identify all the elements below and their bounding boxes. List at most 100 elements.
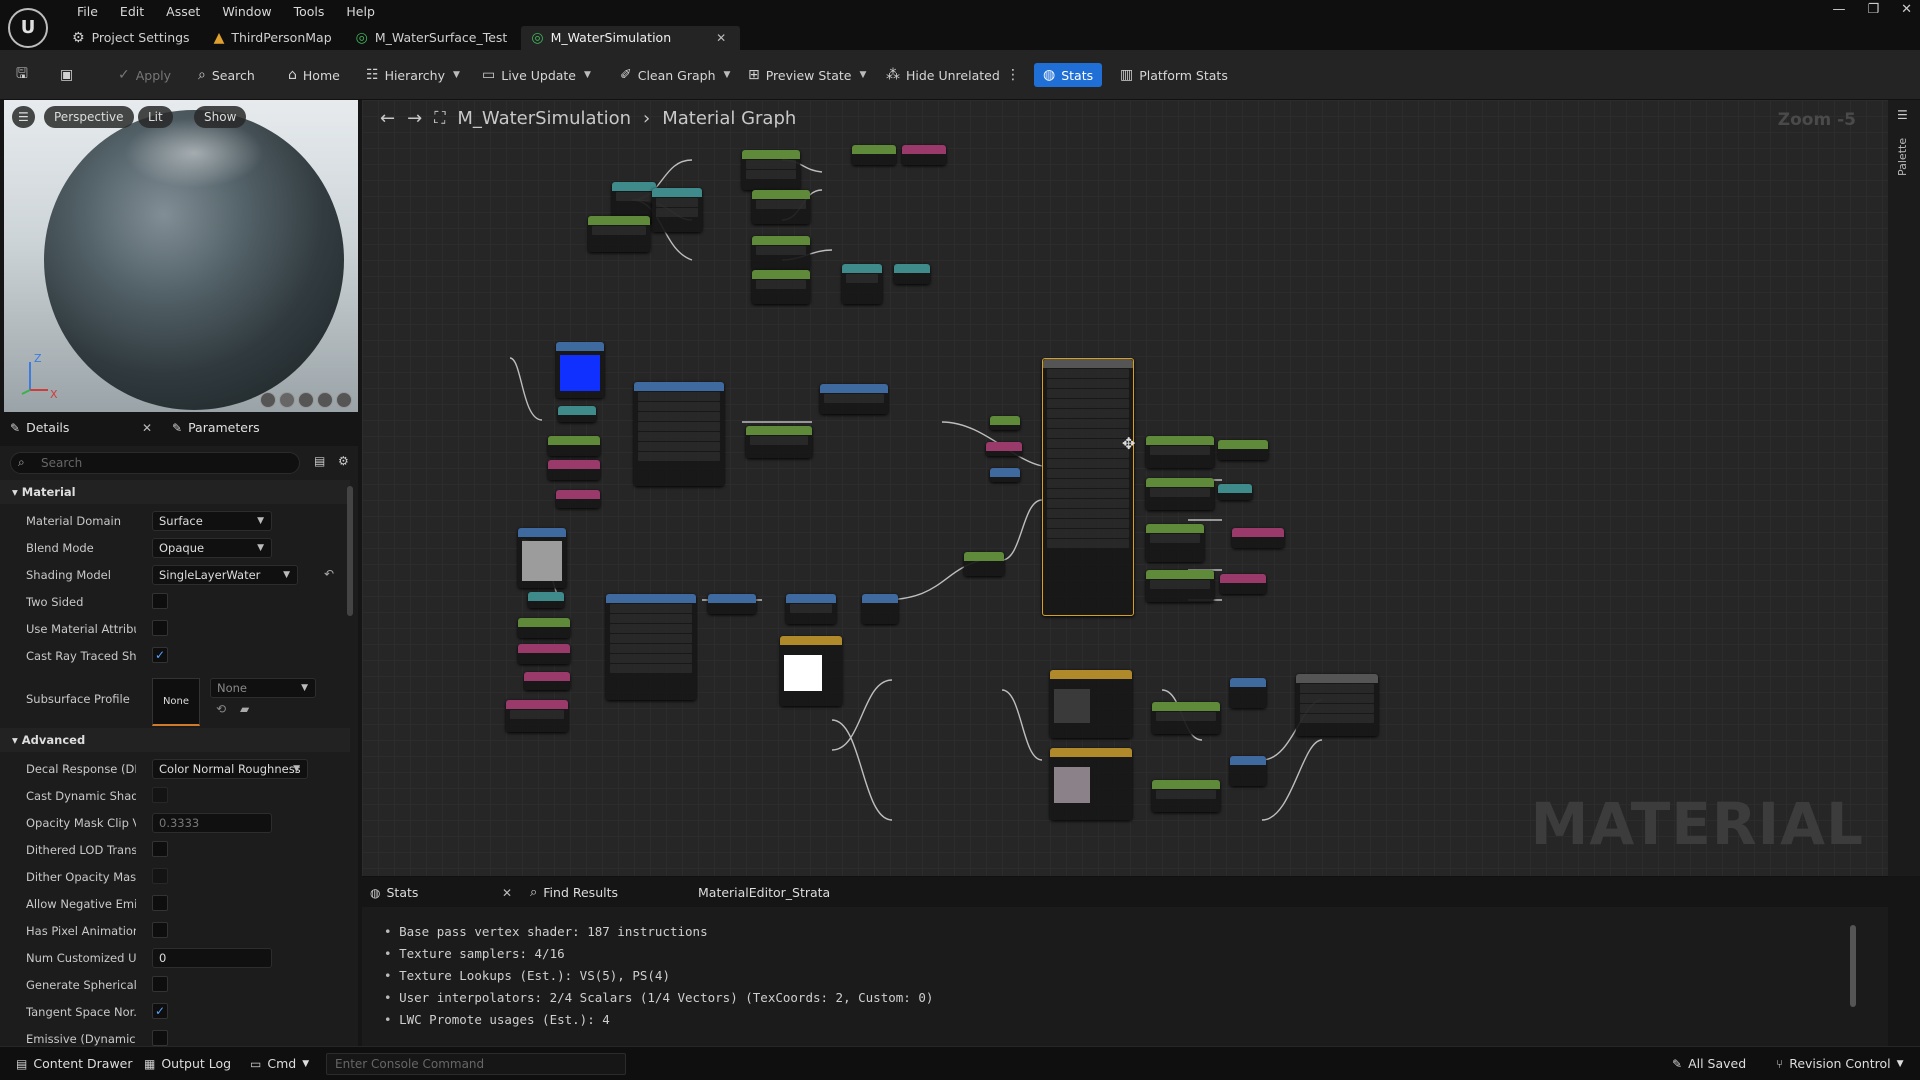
single-layer-water-output-node[interactable] [1296, 674, 1378, 736]
graph-node[interactable] [902, 145, 946, 165]
teapot-icon[interactable] [336, 392, 352, 408]
graph-node[interactable] [612, 182, 656, 222]
graph-node[interactable] [894, 264, 930, 284]
breadcrumb-graph[interactable]: Material Graph [662, 107, 797, 129]
graph-node[interactable] [1050, 748, 1132, 820]
graph-node[interactable] [1230, 678, 1266, 708]
minimize-icon[interactable]: — [1832, 2, 1846, 17]
graph-node[interactable] [1230, 756, 1266, 786]
hierarchy-button[interactable]: ☷ Hierarchy ▼ [366, 63, 460, 87]
use-material-attributes-checkbox[interactable] [152, 620, 168, 636]
close-tab-icon[interactable]: ✕ [716, 31, 727, 45]
opacity-mask-clip-value[interactable]: 0.3333 [152, 813, 272, 833]
sphere-icon[interactable] [279, 392, 295, 408]
graph-node[interactable] [862, 594, 898, 624]
flipbook-function-node[interactable] [634, 382, 724, 486]
close-details-icon[interactable]: ✕ [142, 421, 153, 435]
material-output-node[interactable] [1042, 358, 1134, 616]
close-stats-icon[interactable]: ✕ [502, 886, 513, 900]
graph-node[interactable] [1050, 670, 1132, 738]
graph-node[interactable] [780, 636, 842, 706]
generate-spherical-checkbox[interactable] [152, 976, 168, 992]
menu-tools[interactable]: Tools [293, 4, 325, 19]
graph-node[interactable] [752, 270, 810, 304]
graph-node[interactable] [746, 426, 812, 458]
graph-node[interactable] [558, 406, 596, 422]
show-button[interactable]: Show [194, 106, 247, 128]
subsurface-profile-thumbnail[interactable]: None [152, 678, 200, 726]
reset-arrow-icon[interactable]: ↶ [324, 567, 335, 581]
tab-material-editor-strata[interactable]: MaterialEditor_Strata [698, 885, 830, 900]
tab-find-results[interactable]: ⌕ Find Results [530, 885, 618, 900]
graph-node[interactable] [1220, 574, 1266, 594]
graph-node[interactable] [842, 264, 882, 304]
shading-model-combo[interactable]: SingleLayerWater▼ [152, 565, 298, 585]
details-scrollbar[interactable] [347, 486, 353, 616]
content-drawer-button[interactable]: ▤ Content Drawer [16, 1056, 133, 1071]
plane-icon[interactable] [298, 392, 314, 408]
all-saved-button[interactable]: ✎ All Saved [1672, 1056, 1746, 1071]
graph-node[interactable] [1146, 436, 1214, 468]
graph-node[interactable] [964, 552, 1004, 576]
preview-state-button[interactable]: ⊞ Preview State ▼ [748, 63, 866, 87]
menu-file[interactable]: File [77, 4, 98, 19]
clean-graph-button[interactable]: ✐ Clean Graph ▼ [620, 63, 730, 87]
cast-ray-traced-checkbox[interactable]: ✓ [152, 647, 168, 663]
close-window-icon[interactable]: ✕ [1901, 2, 1912, 17]
cmd-dropdown[interactable]: ▭ Cmd ▼ [250, 1056, 309, 1071]
graph-node[interactable] [1146, 570, 1214, 602]
settings-gear-icon[interactable]: ⚙ [338, 454, 349, 468]
search-button[interactable]: ⌕ Search [198, 63, 255, 87]
dithered-lod-checkbox[interactable] [152, 841, 168, 857]
tab-project-settings[interactable]: ⚙ Project Settings [62, 26, 204, 50]
unreal-logo-icon[interactable]: U [8, 8, 48, 48]
subsurface-profile-combo[interactable]: None▼ [210, 678, 316, 698]
graph-node[interactable] [990, 468, 1020, 482]
tab-details[interactable]: ✎ Details [10, 420, 69, 435]
flipbook-function-node[interactable] [606, 594, 696, 700]
graph-node[interactable] [524, 672, 570, 690]
blend-mode-combo[interactable]: Opaque▼ [152, 538, 272, 558]
table-view-icon[interactable]: ▤ [314, 454, 326, 468]
console-input[interactable]: Enter Console Command [326, 1053, 626, 1075]
graph-node[interactable] [556, 490, 600, 508]
cast-dynamic-shadow-checkbox[interactable] [152, 787, 168, 803]
graph-node[interactable] [1218, 484, 1252, 500]
stats-scrollbar[interactable] [1850, 925, 1856, 1007]
cube-icon[interactable] [317, 392, 333, 408]
graph-node[interactable] [1152, 702, 1220, 734]
graph-node[interactable] [548, 436, 600, 456]
cylinder-icon[interactable] [260, 392, 276, 408]
live-update-button[interactable]: ▭ Live Update ▼ [482, 63, 591, 87]
graph-node[interactable] [742, 150, 800, 190]
menu-help[interactable]: Help [346, 4, 375, 19]
graph-node[interactable] [588, 216, 650, 252]
texture-object-node[interactable] [556, 342, 604, 398]
graph-node[interactable] [1218, 440, 1268, 460]
graph-node[interactable] [820, 384, 888, 414]
palette-menu-icon[interactable]: ☰ [1897, 108, 1908, 122]
preview-viewport[interactable]: ☰ Perspective Lit Show Z X [4, 100, 358, 412]
section-advanced[interactable]: ▾ Advanced [0, 728, 350, 752]
browse-back-icon[interactable]: ⟲ [216, 702, 227, 716]
material-graph-canvas[interactable]: ← → ⛶ M_WaterSimulation › Material Graph… [362, 100, 1888, 876]
menu-asset[interactable]: Asset [166, 4, 201, 19]
more-options-icon[interactable]: ⋮ [1006, 67, 1020, 83]
graph-node[interactable] [752, 236, 810, 270]
perspective-button[interactable]: Perspective [44, 106, 134, 128]
lit-button[interactable]: Lit [138, 106, 173, 128]
graph-node[interactable] [652, 188, 702, 232]
graph-node[interactable] [528, 592, 564, 608]
graph-node[interactable] [518, 618, 570, 638]
back-arrow-icon[interactable]: ← [380, 107, 396, 129]
graph-node[interactable] [986, 442, 1022, 456]
tab-parameters[interactable]: ✎ Parameters [172, 420, 260, 435]
allow-negative-emissive-checkbox[interactable] [152, 895, 168, 911]
palette-tab[interactable]: ☰ Palette [1888, 100, 1920, 876]
graph-node[interactable] [548, 460, 600, 480]
graph-node[interactable] [1146, 524, 1204, 562]
emissive-dynamic-checkbox[interactable] [152, 1030, 168, 1046]
texture-object-node[interactable] [518, 528, 566, 588]
apply-button[interactable]: ✓ Apply [118, 63, 171, 87]
graph-node[interactable] [506, 700, 568, 732]
